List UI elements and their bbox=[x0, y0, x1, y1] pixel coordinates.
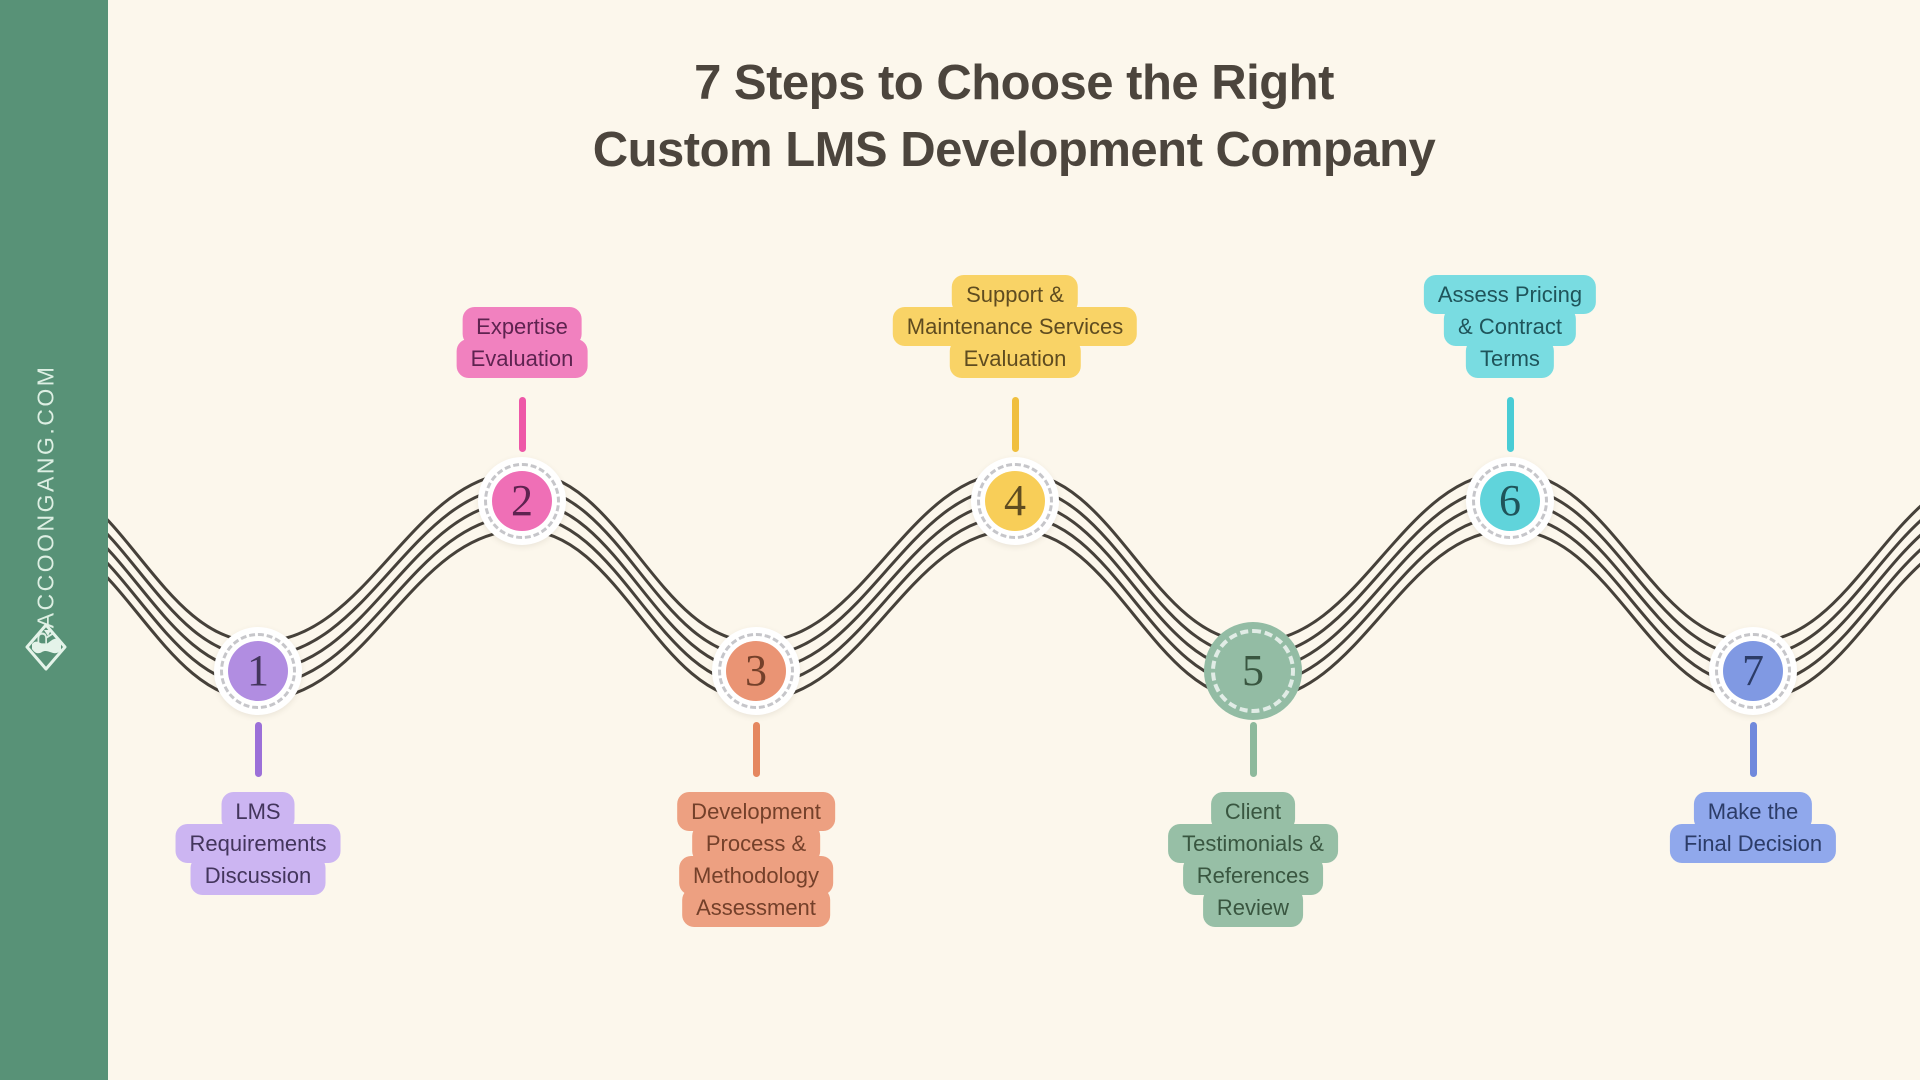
sidebar: RACCOONGANG.COM bbox=[0, 0, 108, 1080]
page-title: 7 Steps to Choose the Right Custom LMS D… bbox=[108, 50, 1920, 184]
title-line-1: 7 Steps to Choose the Right bbox=[694, 56, 1334, 110]
sidebar-website-text: RACCOONGANG.COM bbox=[32, 364, 59, 648]
title-line-2: Custom LMS Development Company bbox=[592, 123, 1436, 177]
raccoon-gang-logo-icon bbox=[25, 623, 67, 671]
